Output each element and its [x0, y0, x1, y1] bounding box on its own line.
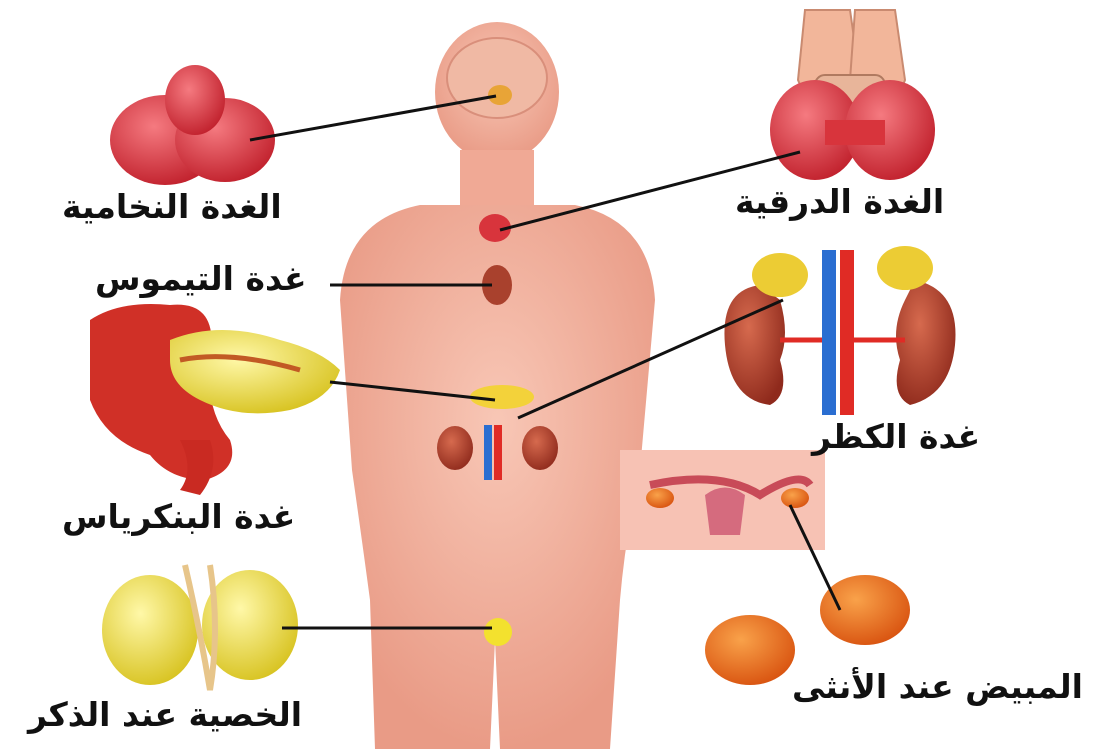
label-testis: الخصية عند الذكر	[28, 698, 302, 731]
label-pancreas: غدة البنكرياس	[62, 500, 295, 533]
label-ovary: المبيض عند الأنثى	[792, 670, 1083, 703]
ovary-illustration	[620, 450, 910, 685]
adrenal-illustration	[724, 246, 955, 415]
body-neck	[460, 150, 534, 210]
label-adrenal: غدة الكظر	[812, 420, 980, 453]
human-body	[340, 22, 655, 749]
label-pituitary: الغدة النخامية	[62, 190, 282, 223]
pituitary-small	[488, 85, 512, 105]
vein-small	[494, 425, 502, 480]
brain	[447, 38, 547, 118]
pituitary-illustration	[110, 65, 275, 185]
kidney-small-right	[522, 426, 558, 470]
aorta-small	[484, 425, 492, 480]
pancreas-illustration	[90, 304, 340, 495]
testis-small	[484, 618, 512, 646]
label-thymus: غدة التيموس	[95, 262, 307, 295]
kidney-small-left	[437, 426, 473, 470]
label-thyroid: الغدة الدرقية	[735, 185, 944, 218]
testis-illustration	[102, 565, 298, 690]
